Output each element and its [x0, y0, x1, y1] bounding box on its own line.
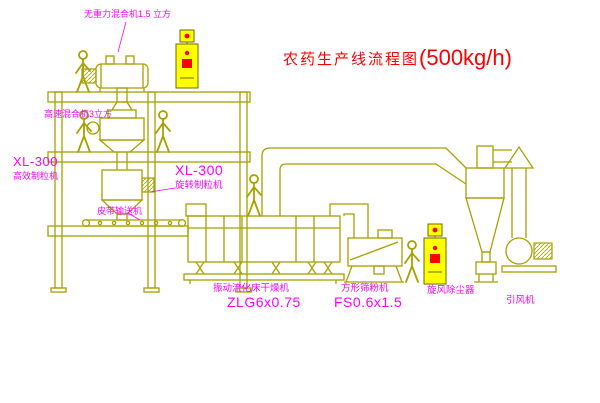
leader-lines [117, 21, 176, 221]
label-granulator-left-model: XL-300 [13, 154, 58, 169]
label-fan: 引风机 [506, 295, 535, 306]
label-granulator-mid-name: 旋转制粒机 [175, 180, 223, 191]
fluid-bed-dryer [183, 203, 345, 284]
worker-figure-3 [155, 110, 171, 153]
label-sieve-name: 方形筛粉机 [341, 283, 389, 294]
induced-draft-fan [501, 237, 557, 273]
label-sieve-model: FS0.6x1.5 [334, 294, 403, 310]
belt-conveyor [81, 218, 187, 228]
label-gravity-mixer: 无重力混合机1.5 立方 [84, 9, 172, 19]
label-belt-conveyor: 皮带输送机 [97, 206, 143, 216]
label-dryer-name: 振动流化床干燥机 [213, 283, 290, 294]
label-dryer-model: ZLG6x0.75 [227, 294, 301, 310]
gravity-mixer [81, 55, 149, 103]
label-high-speed-mixer: 高速混合机3立方 [44, 109, 113, 119]
exhaust-stack [493, 145, 535, 238]
diagram-title: 农药生产线流程图(500kg/h) [283, 45, 512, 71]
high-speed-mixer [86, 101, 146, 153]
exhaust-duct [261, 147, 467, 216]
worker-figure-5 [404, 240, 420, 283]
sieve-duct [329, 203, 369, 238]
worker-figure-4 [246, 174, 262, 217]
rotary-granulator [100, 152, 155, 221]
title-text: 农药生产线流程图 [283, 50, 420, 68]
cyclone-separator [465, 145, 505, 283]
label-granulator-left-name: 高效制粒机 [13, 171, 59, 181]
control-cabinet-upper [175, 29, 199, 89]
label-granulator-mid-model: XL-300 [175, 162, 224, 178]
title-capacity: (500kg/h) [419, 45, 512, 70]
label-cyclone: 旋风除尘器 [427, 285, 475, 296]
control-cabinet-lower [423, 223, 447, 285]
square-sieve [344, 229, 404, 283]
